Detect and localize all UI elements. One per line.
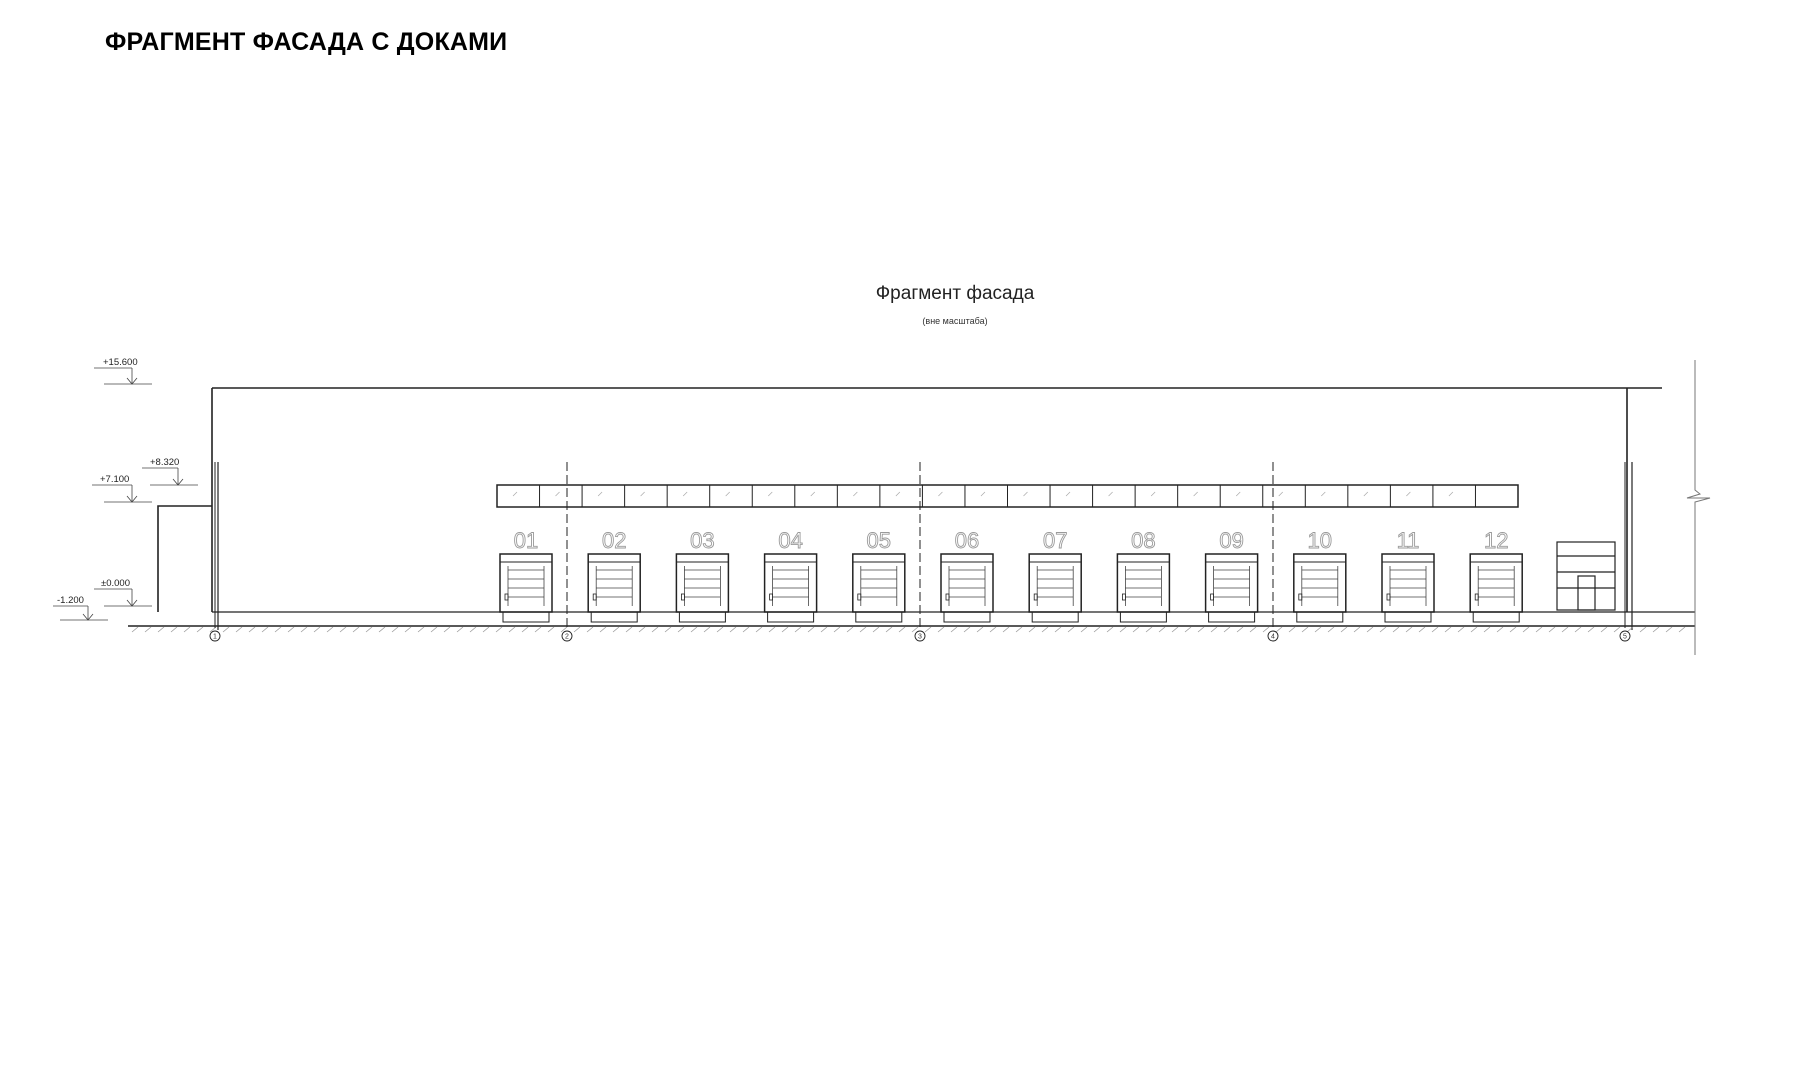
ground-hatch xyxy=(131,626,1686,633)
dock-door: 07 xyxy=(1028,528,1082,623)
dock-door: 09 xyxy=(1204,528,1259,623)
dock-number: 10 xyxy=(1308,528,1332,553)
building-outline xyxy=(128,360,1711,655)
dock-number: 06 xyxy=(955,528,979,553)
dock-number: 09 xyxy=(1219,528,1243,553)
level-marker: +7.100 xyxy=(92,474,152,503)
level-value: +15.600 xyxy=(103,357,138,368)
axis-label: 5 xyxy=(1623,634,1627,641)
entrance-door xyxy=(1556,541,1616,611)
axis-label: 4 xyxy=(1271,634,1275,641)
level-marker: +15.600 xyxy=(94,357,152,385)
dock-number: 08 xyxy=(1131,528,1155,553)
dock-number: 04 xyxy=(778,528,802,553)
level-value: +7.100 xyxy=(100,474,129,485)
axis-label: 3 xyxy=(918,634,922,641)
dock-door: 04 xyxy=(763,528,818,623)
dock-door: 02 xyxy=(587,528,641,623)
drawing-title: Фрагмент фасада xyxy=(876,283,1035,304)
axis-label: 2 xyxy=(565,634,569,641)
level-marker: +8.320 xyxy=(142,457,198,486)
level-value: +8.320 xyxy=(150,457,179,468)
dock-number: 12 xyxy=(1484,528,1508,553)
dock-number: 07 xyxy=(1043,528,1067,553)
dock-door: 12 xyxy=(1469,528,1523,623)
dock-canopy xyxy=(496,484,1519,508)
dock-number: 01 xyxy=(514,528,538,553)
level-markers: +15.600 +8.320 +7.100 ±0.000 -1.200 xyxy=(53,357,198,621)
level-value: ±0.000 xyxy=(101,578,130,589)
drawing-subtitle: (вне масштаба) xyxy=(922,316,987,326)
dock-number: 03 xyxy=(690,528,714,553)
dock-number: 11 xyxy=(1397,528,1420,553)
dock-doors: 01 02 03 04 05 06 07 08 09 10 11 12 xyxy=(499,528,1523,623)
dock-door: 08 xyxy=(1116,528,1171,623)
dock-door: 03 xyxy=(675,528,730,623)
level-value: -1.200 xyxy=(57,595,84,606)
dock-door: 10 xyxy=(1293,528,1347,623)
level-marker: -1.200 xyxy=(53,595,108,621)
dock-door: 01 xyxy=(499,528,553,623)
axis-label: 1 xyxy=(213,634,217,641)
dock-door: 06 xyxy=(940,528,994,623)
level-marker: ±0.000 xyxy=(94,578,152,607)
dock-number: 02 xyxy=(602,528,626,553)
dock-number: 05 xyxy=(867,528,891,553)
dock-door: 11 xyxy=(1381,528,1435,623)
page-heading: ФРАГМЕНТ ФАСАДА С ДОКАМИ xyxy=(105,28,508,56)
dock-door: 05 xyxy=(852,528,906,623)
